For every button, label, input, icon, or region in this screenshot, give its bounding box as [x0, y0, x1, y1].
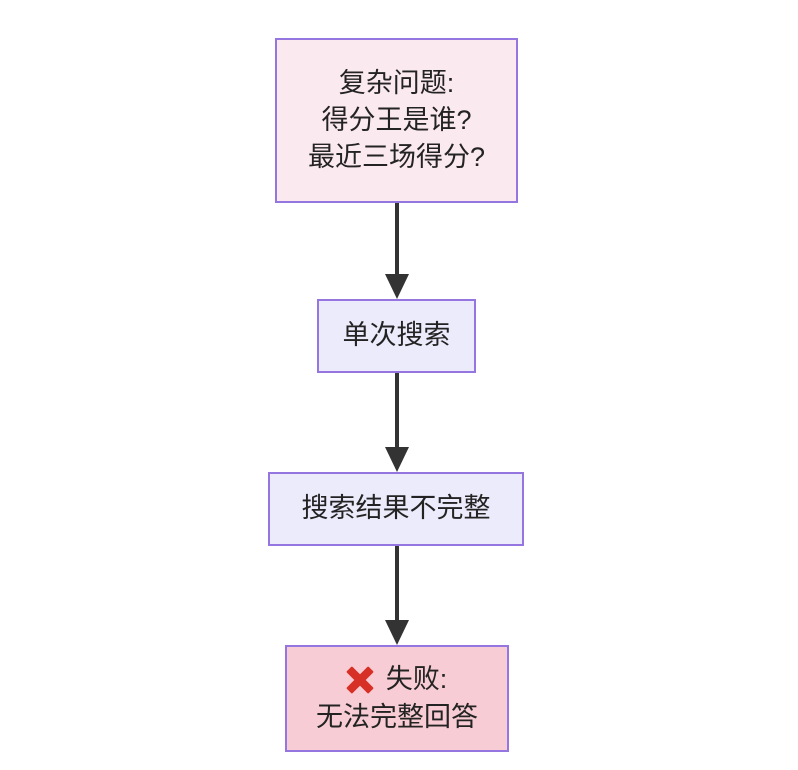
node-failure-heading: 失败: — [347, 661, 448, 698]
node-complex-question-line-2: 得分王是谁? — [321, 104, 472, 135]
node-single-search[interactable]: 单次搜索 — [317, 299, 476, 373]
node-single-search-label: 单次搜索 — [342, 320, 451, 351]
cross-mark-icon — [347, 666, 374, 693]
node-incomplete-results-label: 搜索结果不完整 — [301, 493, 491, 524]
node-complex-question[interactable]: 复杂问题: 得分王是谁? 最近三场得分? — [275, 38, 518, 203]
node-failure[interactable]: 失败: 无法完整回答 — [285, 645, 509, 752]
node-failure-line-1: 失败: — [385, 664, 448, 695]
node-complex-question-line-1: 复杂问题: — [338, 67, 455, 98]
edge-single-search-to-incomplete — [385, 373, 409, 472]
node-failure-line-2: 无法完整回答 — [316, 701, 478, 732]
edge-question-to-single-search — [385, 203, 409, 299]
node-complex-question-line-3: 最近三场得分? — [307, 142, 486, 173]
node-incomplete-results[interactable]: 搜索结果不完整 — [268, 472, 524, 546]
edge-incomplete-to-failure — [385, 546, 409, 645]
